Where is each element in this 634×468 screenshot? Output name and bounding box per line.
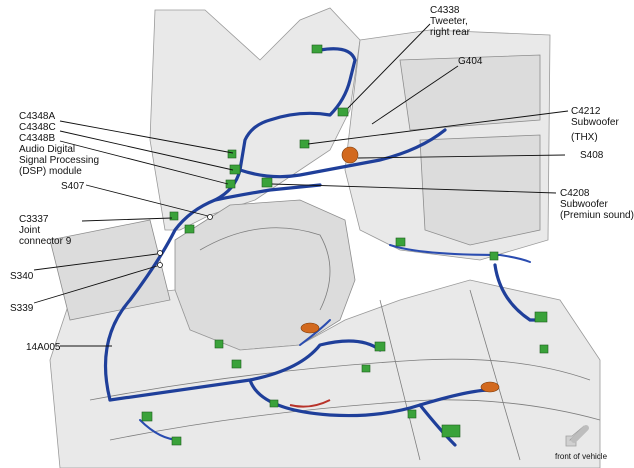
connector-floor-mid-2 xyxy=(361,364,371,373)
leader-s340 xyxy=(33,253,158,271)
harness-branch-upper xyxy=(238,128,447,179)
label-c4348a: C4348A xyxy=(19,111,55,122)
c-pillar-panel xyxy=(149,7,361,231)
leader-c4338 xyxy=(347,23,431,109)
connector-floor-right-2 xyxy=(407,409,417,419)
leader-s339 xyxy=(33,265,158,304)
connector-floor-left-2 xyxy=(231,359,242,369)
connector-c4212 xyxy=(299,139,310,149)
wheel-house xyxy=(174,199,356,351)
leader-lines xyxy=(33,23,569,347)
floor-rib-1 xyxy=(89,358,591,401)
harness-14a005 xyxy=(103,47,547,447)
leader-g404 xyxy=(371,65,459,125)
connector-floor-left-3 xyxy=(141,411,153,422)
connector-g404 xyxy=(337,107,349,117)
quarter-window-frame xyxy=(399,54,541,131)
connector-rear-right xyxy=(489,251,499,261)
grommet-s408 xyxy=(341,146,359,164)
harness-branch-mid xyxy=(213,183,322,202)
trim-recess xyxy=(419,134,541,246)
leader-s407 xyxy=(85,184,209,217)
wheel-house-contour xyxy=(199,227,331,311)
connector-joint xyxy=(184,224,195,234)
connector-floor-center xyxy=(269,399,279,408)
grommet-floor-2 xyxy=(480,381,500,393)
floor-pan xyxy=(49,279,601,468)
splice-s339 xyxy=(157,262,163,268)
label-c4208: C4208 Subwoofer (Premiun sound) xyxy=(560,188,634,221)
harness-floor-run-3 xyxy=(418,403,457,447)
label-c4212: C4212 Subwoofer (THX) xyxy=(571,106,622,143)
callouts: C4338 Tweeter, right rear G404 C4348A C4… xyxy=(10,5,634,353)
harness-right-run xyxy=(493,263,547,322)
grommet-floor-1 xyxy=(300,322,320,334)
label-front-of-vehicle: front of vehicle xyxy=(555,452,608,461)
leader-c3337 xyxy=(81,217,173,222)
front-of-vehicle-indicator: front of vehicle xyxy=(555,425,608,461)
leader-c4208 xyxy=(271,183,557,194)
label-c4348c: C4348C xyxy=(19,122,56,133)
connector-floor-left-4 xyxy=(171,436,182,446)
connector-floor-left xyxy=(214,339,224,349)
left-trim-edge xyxy=(49,219,171,321)
harness-red-section xyxy=(289,399,331,408)
connector-c4348a xyxy=(227,149,237,159)
connector-right-floor xyxy=(534,311,548,323)
arrow-shaft xyxy=(571,425,589,443)
label-c4348b: C4348B Audio Digital Signal Processing (… xyxy=(19,133,102,177)
label-c3337: C3337 Joint connector 9 xyxy=(19,214,72,247)
leader-c4212 xyxy=(307,110,569,145)
label-c4338: C4338 Tweeter, right rear xyxy=(430,5,471,38)
connector-c4348b xyxy=(225,179,236,189)
harness-stub xyxy=(299,319,331,346)
connector-c4338 xyxy=(311,44,323,54)
label-g404: G404 xyxy=(458,56,483,67)
label-s340: S340 xyxy=(10,271,34,282)
connector-c4208 xyxy=(261,177,273,188)
vehicle-body xyxy=(49,7,601,468)
harness-floor-run xyxy=(108,339,382,402)
floor-rib-4 xyxy=(469,289,521,461)
connector-floor-right xyxy=(441,424,461,438)
connector-floor-mid xyxy=(374,341,386,352)
floor-rib-3 xyxy=(379,299,421,461)
components xyxy=(141,44,549,446)
label-14a005: 14A005 xyxy=(26,342,61,353)
splice-s340 xyxy=(157,250,163,256)
floor-rib-2 xyxy=(109,399,601,441)
leader-c4348a xyxy=(59,120,234,154)
connector-right-floor-2 xyxy=(539,344,549,354)
leader-c4348b xyxy=(59,140,229,185)
leader-s408 xyxy=(357,154,566,159)
leader-c4348c xyxy=(59,130,234,171)
label-s408: S408 xyxy=(580,150,604,161)
label-s407: S407 xyxy=(61,181,85,192)
splice-s407 xyxy=(207,214,213,220)
connector-rear-left xyxy=(395,237,406,247)
label-s339: S339 xyxy=(10,303,34,314)
connector-c3337 xyxy=(169,211,179,221)
